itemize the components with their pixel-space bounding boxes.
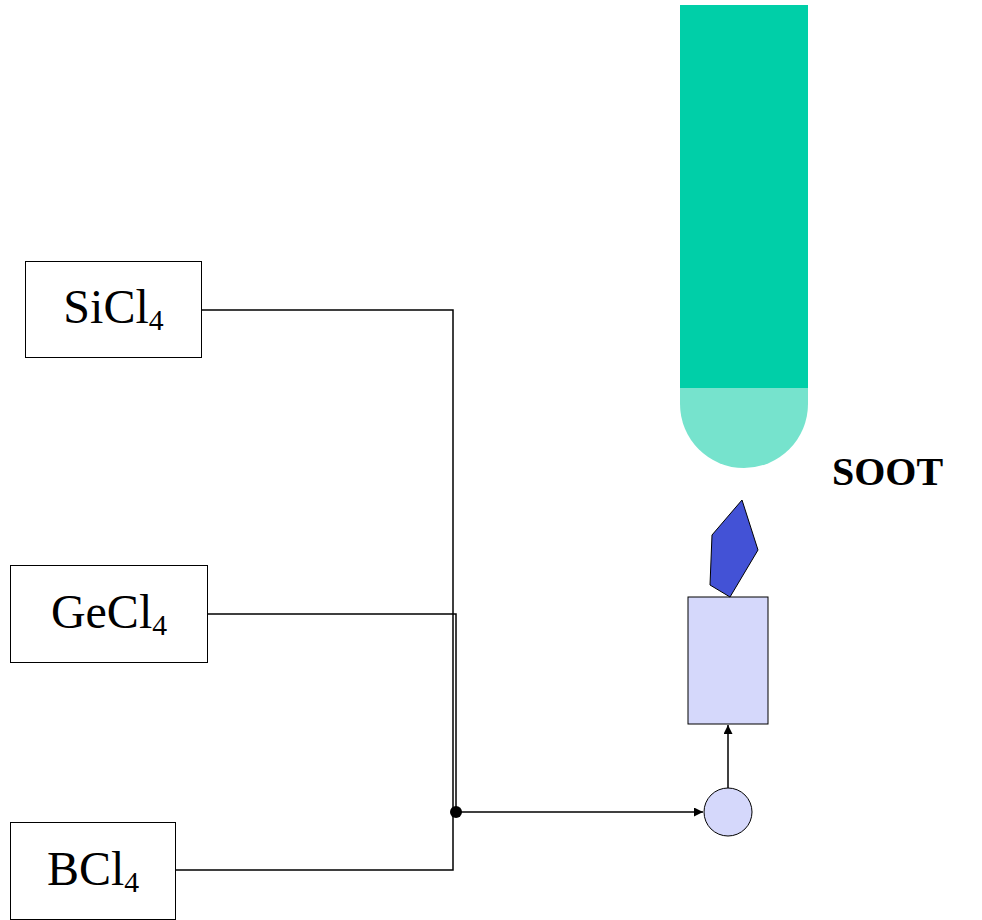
feed-line bbox=[208, 614, 456, 812]
feed-arrow bbox=[456, 811, 703, 813]
feed-arrow bbox=[727, 725, 729, 788]
flame bbox=[710, 500, 758, 597]
chemical-box: SiCl4 bbox=[25, 261, 202, 358]
burner bbox=[688, 597, 768, 724]
soot-deposit bbox=[680, 388, 808, 468]
chemical-name: GeCl4 bbox=[51, 588, 167, 640]
feed-line bbox=[202, 310, 453, 812]
chemical-name: SiCl4 bbox=[63, 283, 163, 335]
chemical-box: BCl4 bbox=[10, 822, 176, 920]
target-rod bbox=[680, 5, 808, 395]
chemical-box: GeCl4 bbox=[10, 565, 208, 663]
mixer-circle bbox=[704, 788, 752, 836]
soot-label: SOOT bbox=[832, 452, 943, 492]
chemical-name: BCl4 bbox=[47, 845, 139, 897]
feed-line bbox=[176, 812, 453, 870]
